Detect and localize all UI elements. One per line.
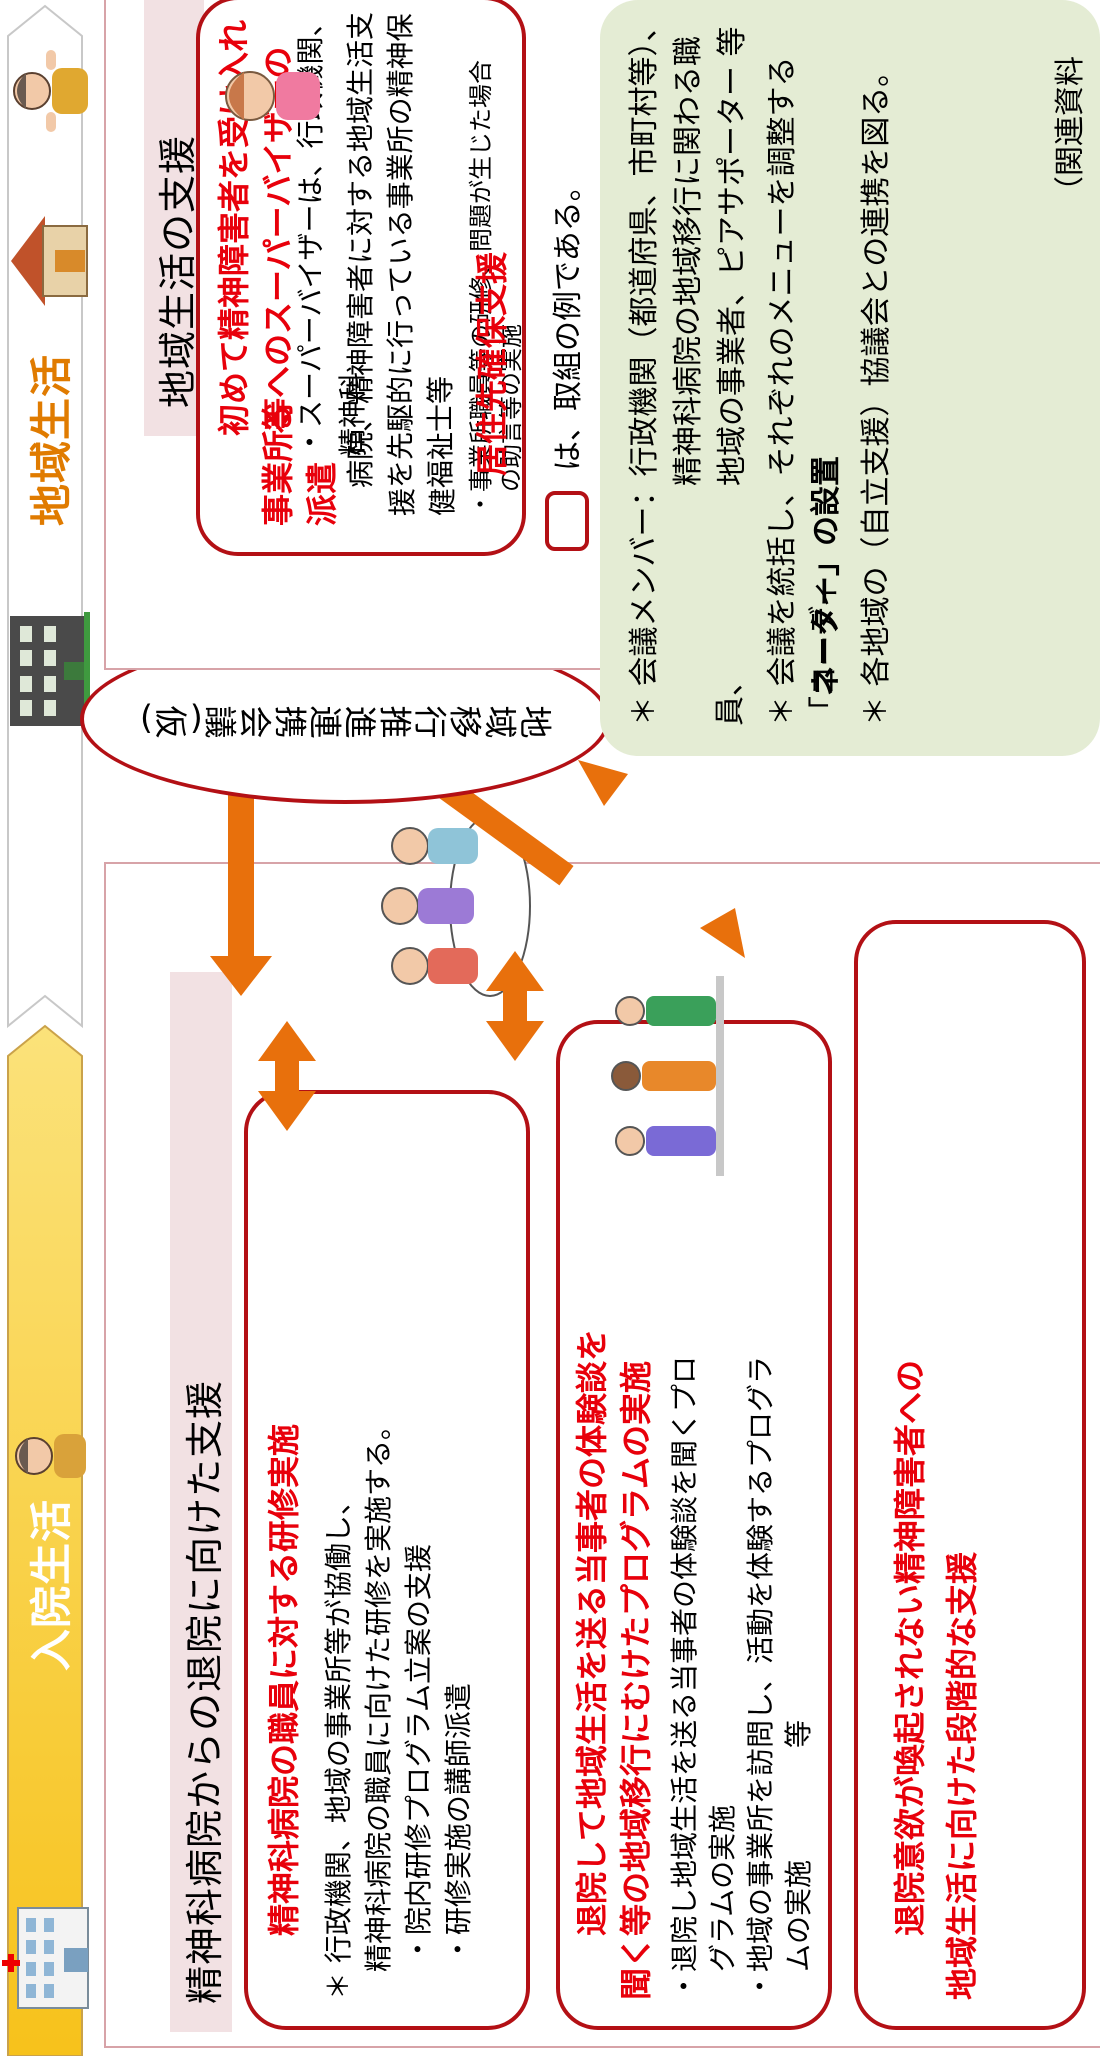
peer-program-line-1: ・退院し地域生活を送る当事者の体験談を聞くプロ [668,1355,701,2000]
council-note-line-1: ＊ 会議メンバー：行政機関（都道府県、市町村等）、 [627,11,662,726]
peer-program-title-1: 退院して地域生活を送る当事者の体験談を [573,1328,611,1936]
hospital-icon [0,1896,90,2016]
inpatient-arrow [7,1024,83,2056]
community-life-label: 地域生活 [27,353,76,526]
house-icon [5,206,90,316]
staff-training-line-1: ＊ 行政機関、地域の事業所等が協働し、 [322,1487,355,2000]
community-person-icon [6,46,90,136]
staff-training-line-3: ・院内研修プログラム立案の支援 [402,1543,435,2000]
regional-council-label: 地域移行推進連携会議(仮) [137,700,553,739]
staff-training-line-4: ・研修実施の講師派遣 [442,1683,475,2000]
related-material-note: （関連資料 [1053,56,1088,206]
peer-program-title-2: 聞く等の地域移行にむけたプログラムの実施 [617,1360,655,2000]
stepwise-support-title-1: 退院意欲が喚起されない精神障害者への [891,1359,929,1936]
peer-program-line-3: ・地域の事業所を訪問し、活動を体験するプログラ [744,1355,777,2000]
apartment-icon [0,606,90,736]
peer-program-line-2: グラムの実施 [706,1804,739,2000]
support-worker-illustration [214,36,324,156]
staff-training-title: 精神科病院の職員に対する研修実施 [265,1423,303,1936]
supervisor-title-3: 派遣 [303,461,341,526]
peers-illustration [600,976,730,1176]
legend-sample-box [545,491,589,551]
peer-program-line-4: ムの実施 等 [782,1719,815,2000]
council-note-line-6: ＊ 各地域の（自立支援）協議会との連携を図る。 [859,56,894,726]
council-note-line-3: 地域の事業者、ピアサポーター 等 [715,26,750,726]
community-support-title: 地域生活の支援 [144,0,204,436]
housing-support-label: 居住先確保支援 [473,251,511,476]
council-note-line-5: ネーター」の設置 [809,456,844,726]
inpatient-person-icon [8,1416,88,1496]
stepwise-support-title-2: 地域生活に向けた段階的な支援 [943,1551,981,2000]
inpatient-life-label: 入院生活 [27,1498,76,1671]
staff-training-line-2: 精神科病院の職員に向けた研修を実施する。 [362,1411,395,2000]
supervisor-line-4: 福祉士等 [424,375,457,516]
legend-text: は、取組の例である。 [551,171,586,471]
group-meeting-illustration [370,806,540,1006]
hospital-support-title: 精神科病院からの退院に向けた支援 [170,972,232,2032]
